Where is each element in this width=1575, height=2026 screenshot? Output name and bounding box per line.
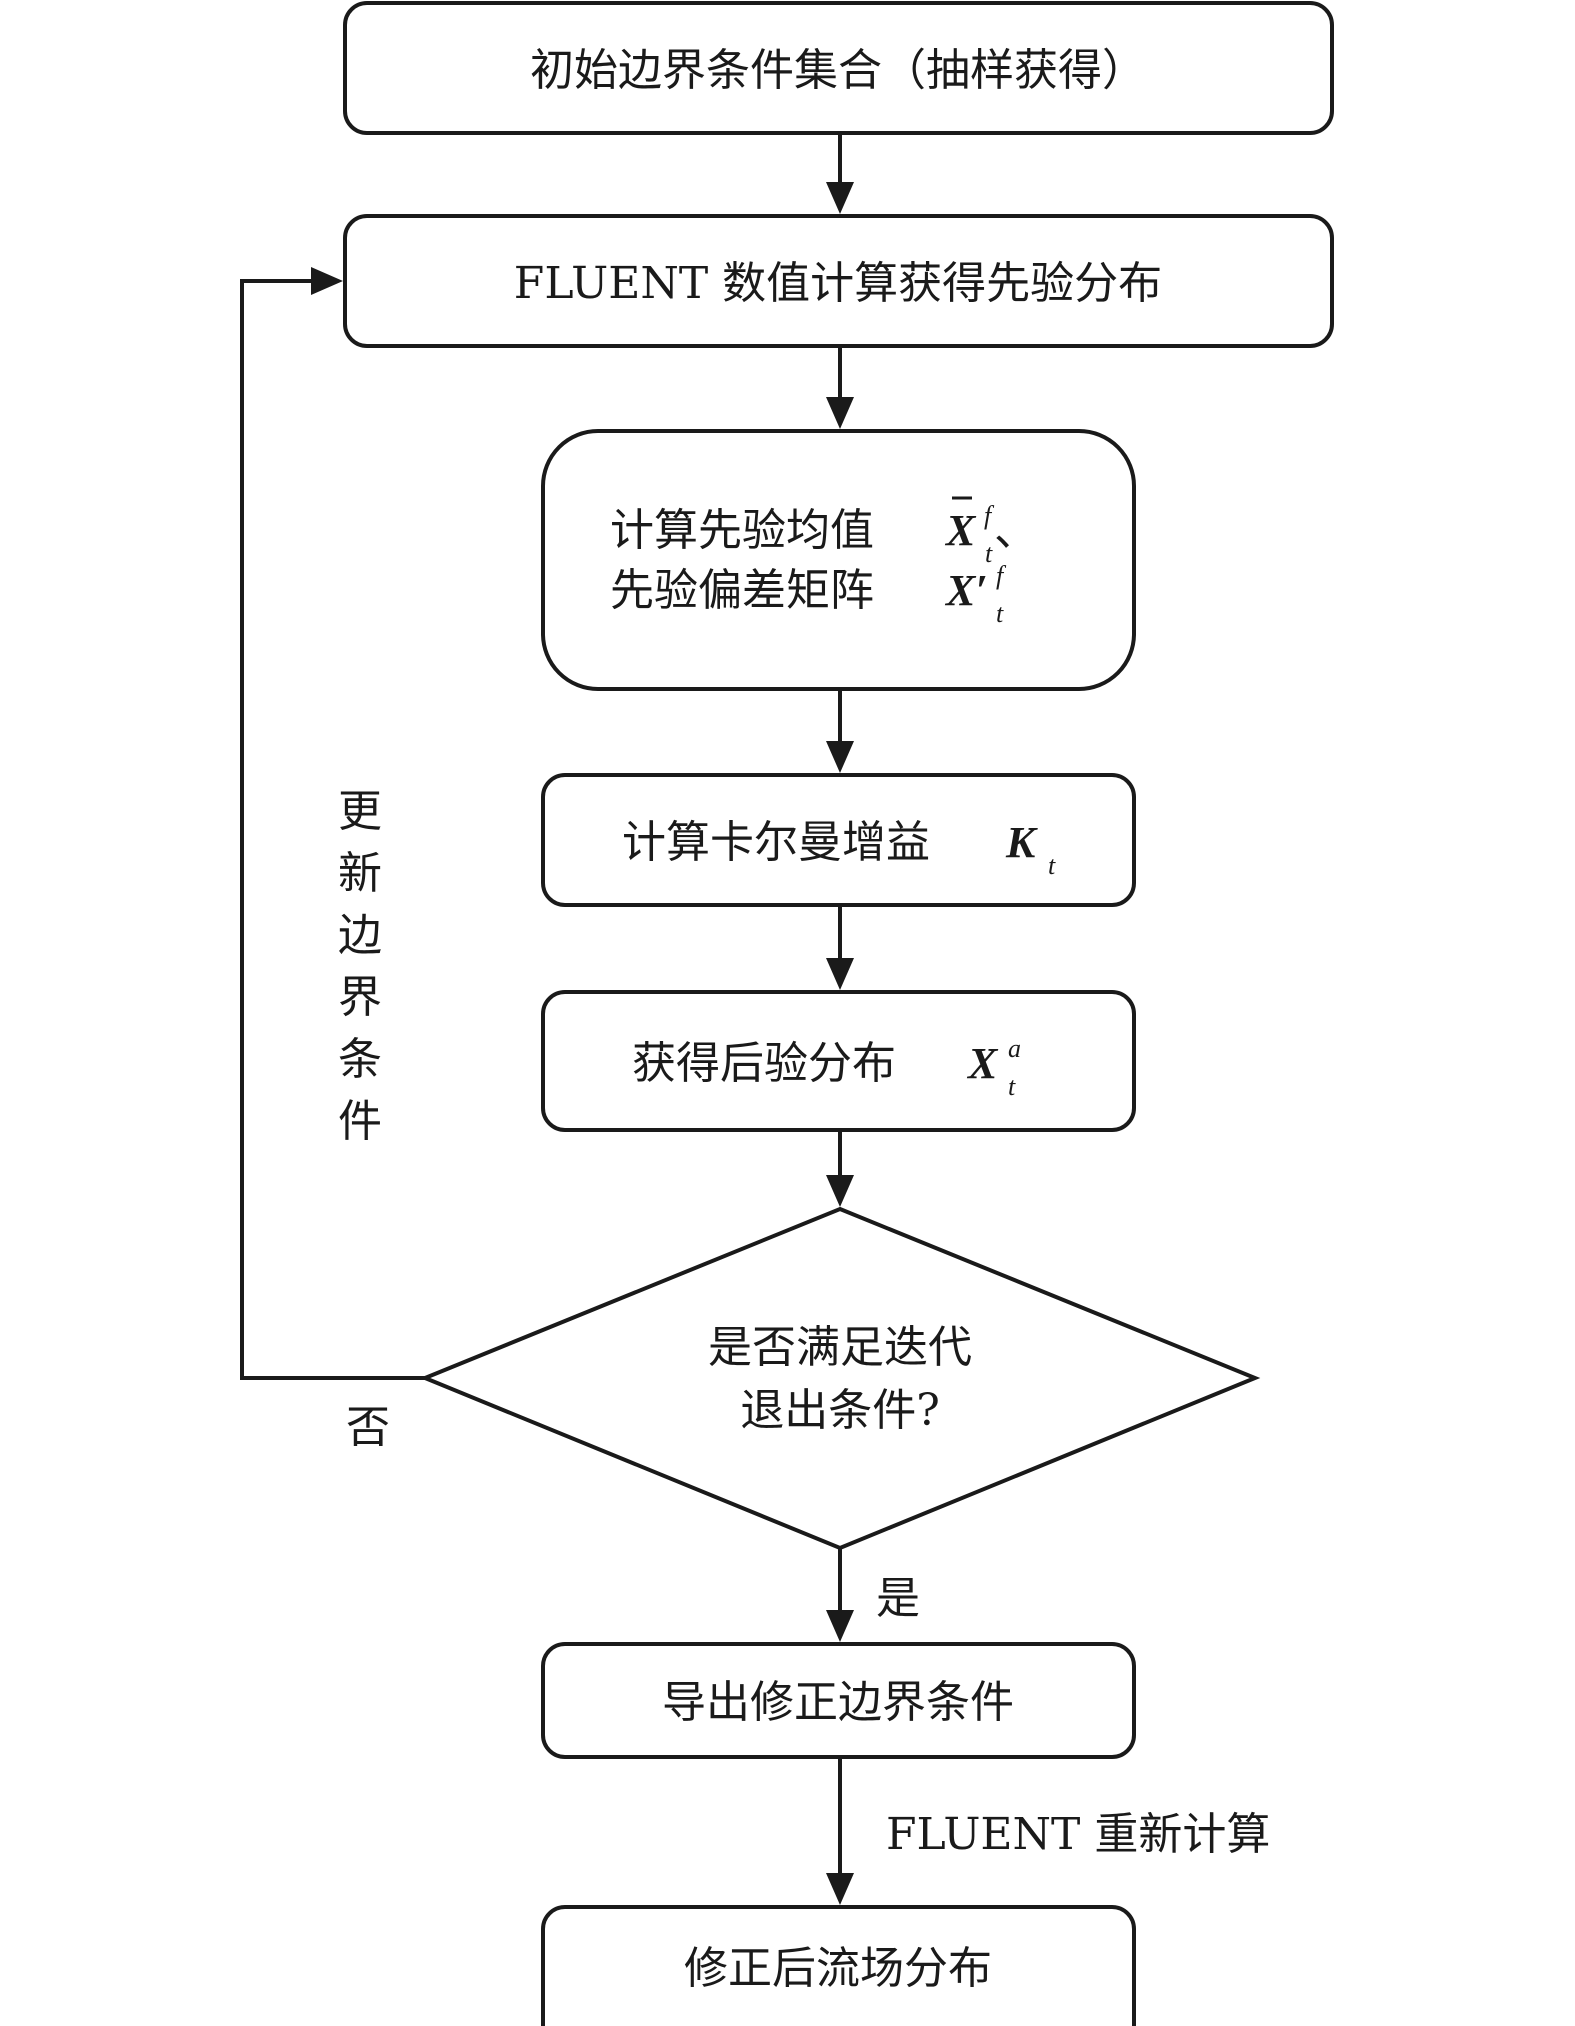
posterior-label: 获得后验分布	[632, 1038, 896, 1089]
decision-line1: 是否满足迭代	[708, 1322, 972, 1373]
prior-deviation-sup: f	[996, 561, 1007, 590]
edge-label-update-boundary: 更 新 边 界 条 件	[338, 786, 382, 1147]
node-export: 导出修正边界条件	[541, 1642, 1136, 1759]
prior-mean-sup: f	[984, 501, 995, 530]
edge-fluent-to-stats	[826, 346, 854, 429]
edge-kalman-to-posterior	[826, 905, 854, 990]
kalman-gain-base: K	[1005, 818, 1038, 867]
prior-mean-base: X	[944, 506, 977, 555]
edge-decision-to-export: 是	[826, 1548, 920, 1642]
node-decision: 是否满足迭代 退出条件?	[419, 1206, 1261, 1551]
edge-label-yes: 是	[876, 1573, 920, 1624]
prior-mean-separator: 、	[994, 505, 1038, 556]
prior-deviation-sub: t	[996, 599, 1004, 628]
update-char-2: 新	[338, 848, 382, 899]
prior-deviation-base: X′	[944, 566, 988, 615]
edge-export-to-result: FLUENT 重新计算	[826, 1757, 1270, 1905]
node-posterior: 获得后验分布 X a t	[541, 990, 1136, 1132]
decision-line2: 退出条件?	[740, 1385, 940, 1436]
update-char-1: 更	[338, 786, 382, 837]
edge-label-recompute: FLUENT 重新计算	[886, 1809, 1270, 1860]
kalman-gain-sub: t	[1048, 851, 1056, 880]
prior-mean-label: 计算先验均值	[610, 505, 874, 556]
node-fluent-prior: FLUENT 数值计算获得先验分布	[343, 214, 1334, 348]
edge-start-to-fluent	[826, 133, 854, 214]
update-char-4: 界	[338, 972, 382, 1023]
node-kalman-gain: 计算卡尔曼增益 K t	[541, 773, 1136, 907]
posterior-symbol: X a t	[966, 1034, 1021, 1101]
prior-mean-sub: t	[985, 539, 993, 568]
node-prior-stats: 计算先验均值 X f t 、 先验偏差矩阵 X′ f t	[541, 429, 1136, 691]
kalman-gain-symbol: K t	[1005, 818, 1056, 880]
edge-posterior-to-decision	[826, 1130, 854, 1207]
posterior-sup: a	[1008, 1034, 1021, 1063]
update-char-5: 条	[338, 1034, 382, 1085]
update-char-3: 边	[338, 910, 382, 961]
edge-label-no: 否	[346, 1402, 390, 1453]
edge-loop-back: 否 更 新 边 界 条 件	[240, 267, 425, 1453]
edge-stats-to-kalman	[826, 689, 854, 773]
posterior-base: X	[966, 1039, 999, 1088]
node-start: 初始边界条件集合（抽样获得）	[343, 1, 1334, 135]
node-result: 修正后流场分布	[541, 1905, 1136, 2026]
kalman-gain-label: 计算卡尔曼增益	[622, 817, 930, 868]
prior-deviation-label: 先验偏差矩阵	[610, 565, 874, 616]
result-label: 修正后流场分布	[684, 1943, 992, 1994]
node-start-label: 初始边界条件集合（抽样获得）	[530, 45, 1146, 96]
prior-deviation-symbol: X′ f t	[944, 561, 1007, 628]
export-label: 导出修正边界条件	[662, 1677, 1014, 1728]
posterior-sub: t	[1008, 1072, 1016, 1101]
update-char-6: 件	[338, 1096, 382, 1147]
node-fluent-prior-label: FLUENT 数值计算获得先验分布	[514, 258, 1162, 309]
prior-mean-symbol: X f t	[944, 496, 995, 568]
